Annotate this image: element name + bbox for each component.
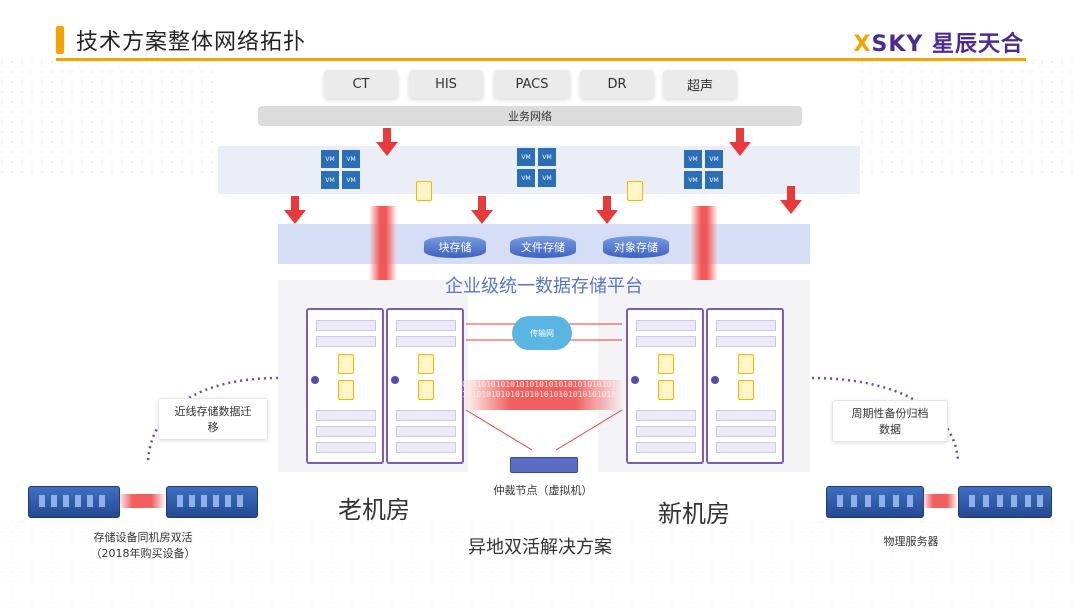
logo-x: X (853, 32, 872, 57)
title-divider (56, 58, 1026, 61)
new-room-label: 新机房 (658, 500, 730, 528)
document-icon (658, 380, 674, 400)
file-storage-icon: 文件存储 (510, 236, 576, 258)
arbiter-node-icon (510, 457, 578, 473)
storage-rack (626, 308, 704, 464)
sync-stream-line: 01010101010101010101010101010101 (462, 380, 617, 389)
vm-icon: VM (705, 150, 723, 168)
left-device-caption: 存储设备同机房双活 （2018年购买设备） (58, 529, 228, 561)
physical-server-icon (958, 486, 1052, 518)
data-link-column (369, 206, 397, 280)
rack-indicator (631, 376, 639, 384)
down-arrow-icon (284, 196, 306, 224)
storage-rack (306, 308, 384, 464)
vm-icon: VM (517, 148, 535, 166)
rack-indicator (711, 376, 719, 384)
vm-icon: VM (517, 169, 535, 187)
object-storage-icon: 对象存储 (603, 236, 669, 258)
title-accent-bar (56, 26, 64, 54)
vm-icon: VM (321, 171, 339, 189)
cloud-icon: 传输网 (512, 316, 572, 350)
app-his: HIS (409, 70, 483, 98)
business-network-bar: 业务网络 (258, 106, 802, 126)
vm-icon: VM (684, 150, 702, 168)
vm-icon: VM (705, 171, 723, 189)
storage-rack (706, 308, 784, 464)
rack-indicator (391, 376, 399, 384)
down-arrow-icon (596, 196, 618, 224)
document-icon (418, 380, 434, 400)
sync-data-stream: 01010101010101010101010101010101 1010101… (462, 380, 624, 410)
physical-server-icon (826, 486, 924, 518)
sync-stream-line: 10101010101010101010101010101010 (462, 390, 617, 399)
storage-device-icon (166, 486, 258, 518)
document-icon (658, 354, 674, 374)
platform-label: 企业级统一数据存储平台 (445, 276, 643, 297)
caption-line: （2018年购买设备） (90, 547, 196, 560)
migration-callout: 近线存储数据迁 移 (158, 398, 268, 440)
storage-rack (386, 308, 464, 464)
app-dr: DR (580, 70, 654, 98)
brand-logo: XSKY 星辰天合 (854, 26, 1024, 58)
device-link (922, 494, 958, 508)
document-icon (418, 354, 434, 374)
vm-icon: VM (684, 171, 702, 189)
callout-line: 周期性备份归档 (851, 407, 929, 420)
page-title: 技术方案整体网络拓扑 (76, 30, 307, 55)
callout-line: 移 (207, 421, 219, 434)
document-icon (338, 380, 354, 400)
logo-text: SKY 星辰天合 (871, 32, 1024, 57)
vm-group-center: VM VM VM VM (517, 148, 556, 187)
block-storage-icon: 块存储 (424, 236, 486, 258)
vm-icon: VM (538, 169, 556, 187)
app-pacs: PACS (494, 70, 570, 98)
vm-icon: VM (321, 150, 339, 168)
document-icon (627, 181, 643, 201)
solution-label: 异地双活解决方案 (468, 537, 612, 558)
document-icon (738, 380, 754, 400)
old-room-label: 老机房 (338, 496, 410, 524)
rack-indicator (311, 376, 319, 384)
right-device-caption: 物理服务器 (883, 535, 939, 548)
down-arrow-icon (729, 128, 751, 156)
document-icon (416, 181, 432, 201)
data-link-column (690, 206, 718, 280)
storage-device-icon (28, 486, 120, 518)
down-arrow-icon (471, 196, 493, 224)
vm-icon: VM (342, 171, 360, 189)
document-icon (338, 354, 354, 374)
backup-callout: 周期性备份归档 数据 (832, 400, 948, 442)
callout-line: 数据 (879, 423, 901, 436)
device-link (118, 494, 166, 508)
callout-line: 近线存储数据迁 (174, 405, 252, 418)
document-icon (738, 354, 754, 374)
vm-icon: VM (538, 148, 556, 166)
down-arrow-icon (780, 186, 802, 214)
app-ct: CT (324, 70, 398, 98)
vm-group-right: VM VM VM VM (684, 150, 723, 189)
down-arrow-icon (376, 128, 398, 156)
caption-line: 存储设备同机房双活 (93, 531, 193, 544)
arbiter-node-label: 仲裁节点（虚拟机） (493, 484, 593, 497)
vm-icon: VM (342, 150, 360, 168)
app-ultrasound: 超声 (663, 70, 737, 98)
vm-group-left: VM VM VM VM (321, 150, 360, 189)
